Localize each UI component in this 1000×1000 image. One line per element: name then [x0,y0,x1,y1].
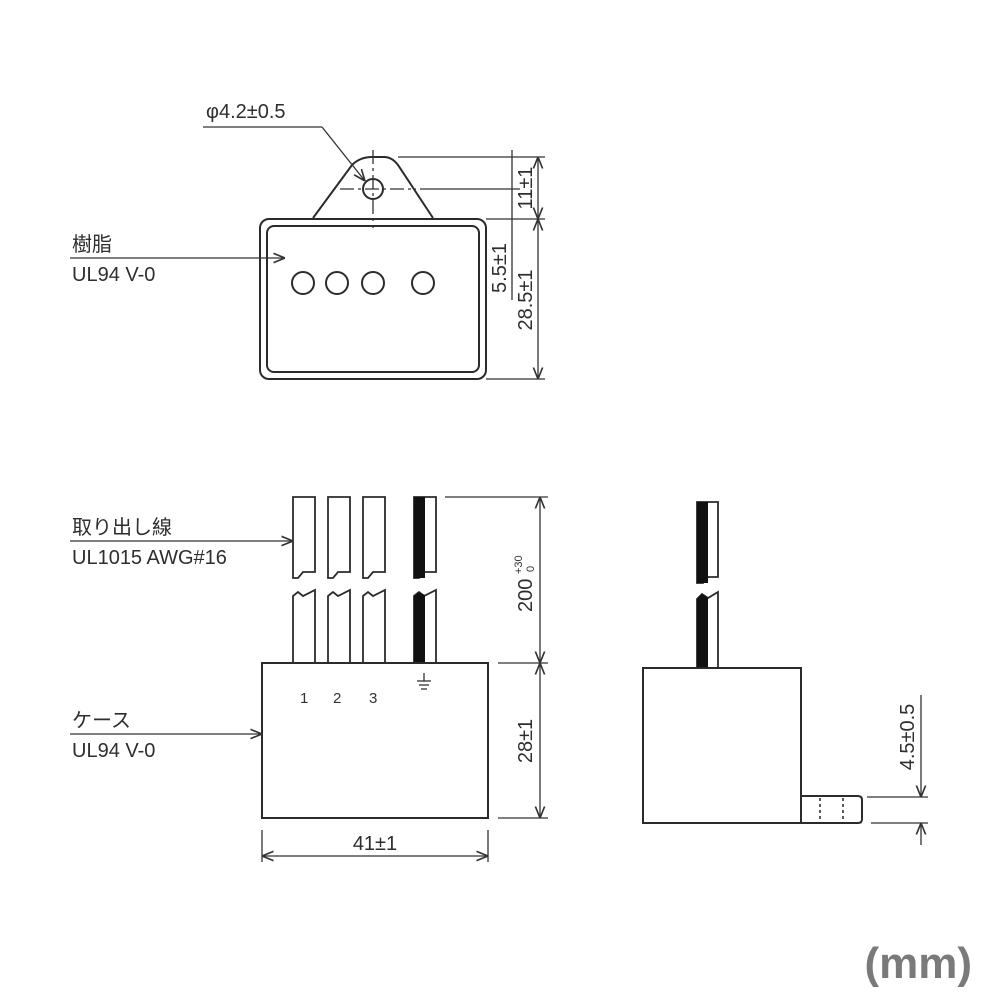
dim-lead-length-group: 200 +30 0 [513,555,537,612]
resin-label-jp: 樹脂 [72,233,112,256]
resin-label-spec: UL94 V-0 [72,264,155,286]
lead-wire-2 [327,496,351,664]
dim-body-height: 28.5±1 [515,269,537,330]
dim-tab-height: 11±1 [515,167,537,210]
terminal-hole-ground [411,271,435,295]
side-view: 4.5±0.5 [642,501,928,845]
dim-tab-thickness: 4.5±0.5 [897,704,919,771]
side-mounting-tab [801,795,863,824]
resin-body-outer [259,218,487,380]
unit-label: (mm) [864,939,972,988]
lead-wire-1 [292,496,316,664]
hole-leader-arrow [321,126,365,181]
dim-lead-tol-plus: +30 [513,555,525,574]
front-view: 1 2 3 取り出し線 UL1015 AWG#16 ケース UL94 V-0 2… [70,496,548,862]
lead-wire-3 [362,496,386,664]
side-case-body [642,667,802,824]
terminal-hole-2 [325,271,349,295]
dim-lead-tol-minus: 0 [525,566,537,572]
case-body [261,662,489,819]
dim-case-width: 41±1 [353,833,397,855]
hole-diameter-label: φ4.2±0.5 [206,101,286,123]
resin-body-inner [266,225,480,373]
terminal-label-2: 2 [333,690,341,707]
dim-tab-offset: 5.5±1 [489,243,511,293]
terminal-label-1: 1 [300,690,308,707]
case-label-spec: UL94 V-0 [72,740,155,762]
dim-lead-length: 200 [515,579,537,612]
side-lead-wire [696,501,719,669]
mounting-tab [312,156,434,219]
lead-label-jp: 取り出し線 [72,516,172,539]
terminal-hole-3 [361,271,385,295]
case-label-jp: ケース [72,710,131,732]
dim-case-height: 28±1 [515,719,537,763]
terminal-label-3: 3 [369,690,377,707]
top-view: φ4.2±0.5 樹脂 UL94 V-0 11±1 5.5±1 28.5±1 [70,101,545,380]
ground-symbol-icon [417,673,431,690]
lead-wire-ground [413,496,437,664]
lead-label-spec: UL1015 AWG#16 [72,547,227,569]
terminal-hole-1 [291,271,315,295]
